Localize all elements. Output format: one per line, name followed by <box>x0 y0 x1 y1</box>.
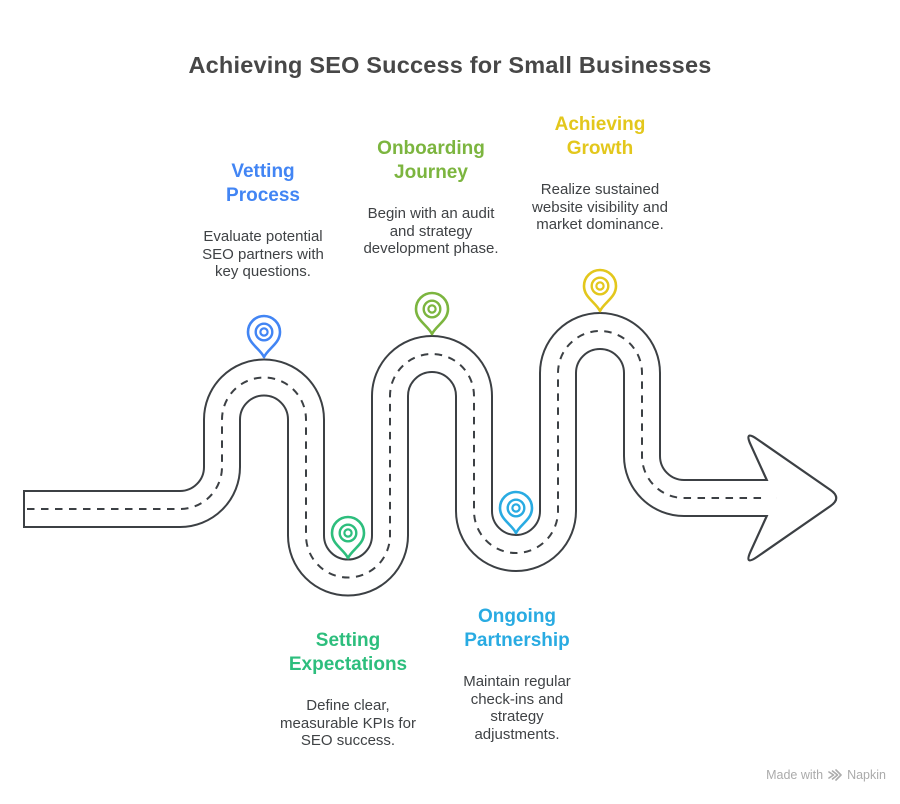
milestone-heading: Onboarding Journey <box>377 138 485 183</box>
milestone-description: Define clear, measurable KPIs for SEO su… <box>280 697 416 749</box>
napkin-logo-icon <box>828 769 842 781</box>
milestone-description: Evaluate potential SEO partners with key… <box>202 228 324 280</box>
page-title: Achieving SEO Success for Small Business… <box>188 52 712 78</box>
watermark: Made with Napkin <box>766 768 886 782</box>
milestone-achieving-growth: Achieving Growth Realize sustained websi… <box>517 113 683 234</box>
arrow-head <box>747 434 838 562</box>
map-pin-achieving-growth <box>582 268 618 313</box>
milestone-vetting-process: Vetting Process Evaluate potential SEO p… <box>187 160 339 281</box>
map-pin-vetting-process <box>246 314 282 359</box>
map-pin-setting-expectations <box>330 515 366 560</box>
milestone-ongoing-partnership: Ongoing Partnership Maintain regular che… <box>436 605 598 743</box>
milestone-setting-expectations: Setting Expectations Define clear, measu… <box>267 629 429 750</box>
watermark-brand: Napkin <box>847 768 886 782</box>
road-center-dashes <box>27 330 762 579</box>
milestone-heading: Vetting Process <box>226 161 300 206</box>
milestone-heading: Setting Expectations <box>288 630 408 675</box>
milestone-heading: Ongoing Partnership <box>464 606 570 651</box>
map-pin-ongoing-partnership <box>498 490 534 535</box>
milestone-description: Maintain regular check-ins and strategy … <box>463 673 571 743</box>
milestone-description: Realize sustained website visibility and… <box>532 181 668 233</box>
milestone-onboarding-journey: Onboarding Journey Begin with an audit a… <box>355 137 507 258</box>
milestone-description: Begin with an audit and strategy develop… <box>363 205 499 257</box>
road-path <box>23 312 776 597</box>
map-pin-onboarding-journey <box>414 291 450 336</box>
watermark-prefix: Made with <box>766 768 824 782</box>
milestone-heading: Achieving Growth <box>554 114 646 159</box>
